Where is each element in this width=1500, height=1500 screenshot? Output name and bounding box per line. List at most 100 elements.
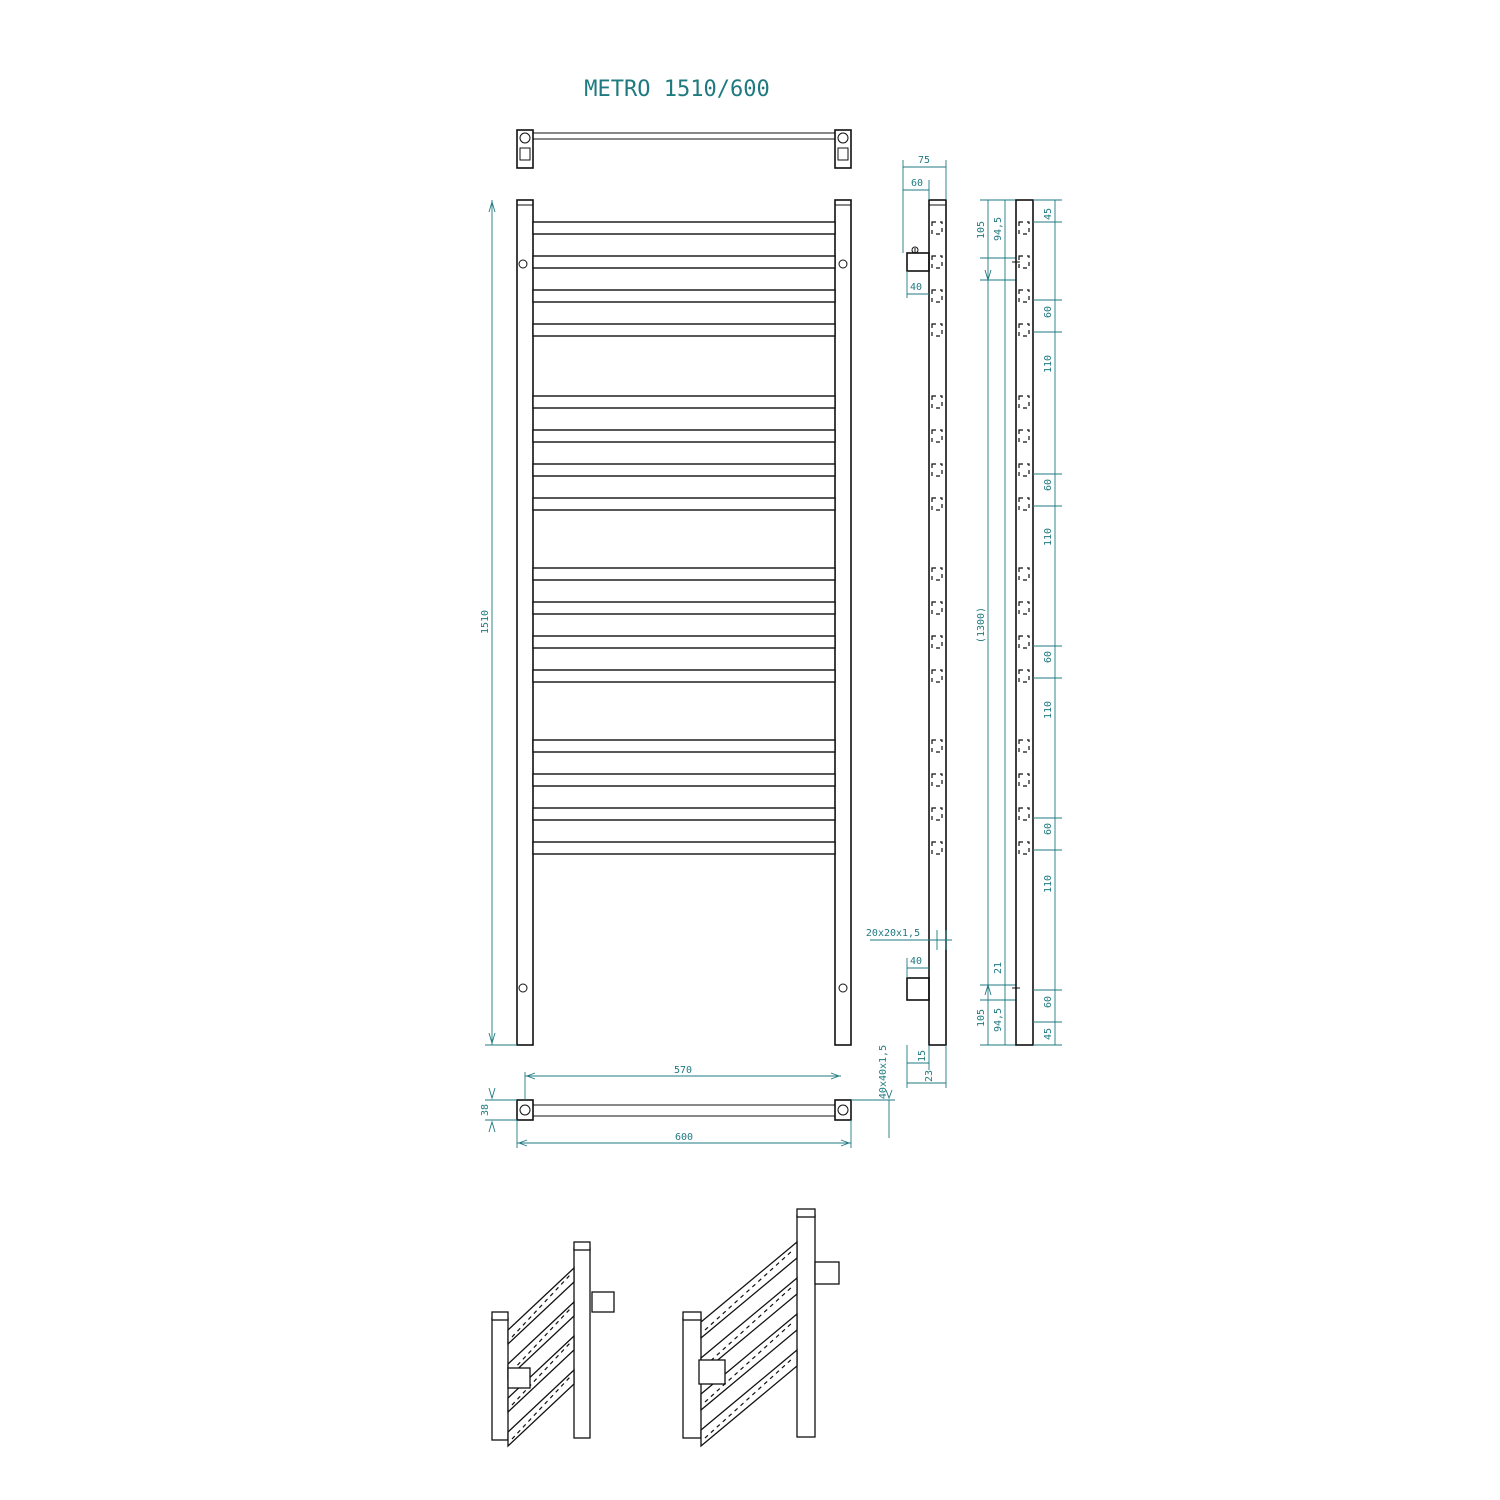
- top-view-left-valve: [516, 129, 534, 169]
- connection-height-dimensions: 105 94,5 (1300) 21 105 94,5: [976, 199, 1016, 1046]
- rear-bar-end: [1018, 323, 1030, 337]
- front-bar: [532, 841, 836, 855]
- top-view-right-nut: [837, 132, 849, 144]
- upright-profile-label: 40x40x1,5: [878, 1045, 889, 1099]
- side-bar-end: [931, 567, 943, 581]
- iso-bar-edge: [511, 1308, 571, 1372]
- front-right-upright: [834, 199, 852, 1046]
- rear-view: [1012, 199, 1034, 1046]
- rear-bar-end: [1018, 221, 1030, 235]
- iso-right-front-upright: [682, 1317, 702, 1439]
- side-bar-end: [931, 289, 943, 303]
- top-94-label: 94,5: [993, 217, 1004, 241]
- inner-width-dimension: 570: [524, 1065, 841, 1100]
- front-bar: [532, 323, 836, 337]
- top-105-label: 105: [976, 221, 987, 239]
- side-bar-end: [931, 601, 943, 615]
- total-depth-label: 75: [918, 155, 930, 166]
- front-bar: [532, 221, 836, 235]
- side-bar-end: [931, 669, 943, 683]
- front-bar: [532, 497, 836, 511]
- rear-bar-ends: [1018, 221, 1030, 855]
- isometric-detail-left: [491, 1241, 615, 1448]
- depth-dimension: 38: [480, 1087, 517, 1133]
- bottom-offset-a-label: 15: [917, 1050, 928, 1062]
- side-bar-end: [931, 221, 943, 235]
- side-bar-ends: [931, 221, 943, 855]
- spacing-110-4-label: 110: [1043, 875, 1054, 893]
- iso-right-back-upright: [796, 1214, 816, 1438]
- top-view-rail: [532, 132, 836, 140]
- front-bar: [532, 429, 836, 443]
- front-bar: [532, 739, 836, 753]
- bottom-view-right-valve: [834, 1099, 852, 1121]
- iso-bar-edge: [704, 1249, 794, 1331]
- front-bar: [532, 635, 836, 649]
- valve-bottom-dimension: 40: [906, 956, 929, 978]
- front-bar: [532, 669, 836, 683]
- bottom-view-left-valve: [516, 1099, 534, 1121]
- front-bar: [532, 395, 836, 409]
- bottom-view: [516, 1099, 852, 1121]
- rear-bar-end: [1018, 601, 1030, 615]
- spacing-60-2-label: 60: [1043, 479, 1054, 491]
- center-1300-label: (1300): [976, 607, 987, 643]
- rear-bar-end: [1018, 289, 1030, 303]
- bottom-offset-b-label: 23: [924, 1070, 935, 1082]
- front-view: [516, 199, 852, 1046]
- bottom-105-label: 105: [976, 1009, 987, 1027]
- height-label: 1510: [480, 610, 491, 634]
- side-top-valve: [906, 252, 930, 272]
- rear-bar-end: [1018, 739, 1030, 753]
- rear-bar-end: [1018, 773, 1030, 787]
- rear-bar-end: [1018, 567, 1030, 581]
- side-bar-end: [931, 497, 943, 511]
- iso-left-top-valve: [591, 1291, 615, 1313]
- upright-profile-dimension: 40x40x1,5: [851, 1045, 895, 1138]
- depth-label: 38: [480, 1104, 491, 1116]
- front-left-bottom-connector: [518, 983, 528, 993]
- front-bar: [532, 289, 836, 303]
- spacing-110-3-label: 110: [1043, 701, 1054, 719]
- side-bar-end: [931, 773, 943, 787]
- top-view-right-body: [837, 147, 849, 161]
- top-view: [516, 129, 852, 169]
- side-bar-end: [931, 323, 943, 337]
- bottom-offset-dimensions: 15 23: [906, 1045, 947, 1088]
- rear-bar-end: [1018, 429, 1030, 443]
- side-bar-end: [931, 463, 943, 477]
- front-bar: [532, 567, 836, 581]
- rear-bar-end: [1018, 841, 1030, 855]
- width-label: 600: [675, 1132, 693, 1143]
- spacing-110-1-label: 110: [1043, 355, 1054, 373]
- iso-bar-edge: [511, 1376, 571, 1440]
- width-dimension: 600: [516, 1120, 852, 1148]
- inner-depth-label: 60: [911, 178, 923, 189]
- iso-left-front-upright: [491, 1317, 509, 1441]
- rear-bar-end: [1018, 497, 1030, 511]
- iso-left-bars: [507, 1266, 575, 1448]
- spacing-60-1-label: 60: [1043, 306, 1054, 318]
- bottom-view-rail: [532, 1104, 836, 1117]
- side-bar-end: [931, 255, 943, 269]
- rear-bar-end: [1018, 635, 1030, 649]
- iso-left-bottom-valve: [507, 1367, 531, 1389]
- drawing-title: METRO 1510/600: [584, 77, 769, 102]
- height-dimension: 1510: [480, 200, 517, 1046]
- side-bottom-valve: [906, 977, 930, 1001]
- front-bar: [532, 601, 836, 615]
- rear-bar-end: [1018, 395, 1030, 409]
- iso-bar-edge: [704, 1321, 794, 1403]
- spacing-60-5-label: 60: [1043, 996, 1054, 1008]
- iso-bar-edge: [704, 1285, 794, 1367]
- front-bar: [532, 255, 836, 269]
- side-bar-end: [931, 841, 943, 855]
- side-upright: [928, 199, 947, 1046]
- iso-right-bars: [700, 1240, 798, 1448]
- bottom-94-label: 94,5: [993, 1008, 1004, 1032]
- bottom-45-label: 45: [1043, 1028, 1054, 1040]
- side-bar-end: [931, 739, 943, 753]
- iso-right-bottom-valve: [698, 1359, 726, 1385]
- front-left-upright: [516, 199, 534, 1046]
